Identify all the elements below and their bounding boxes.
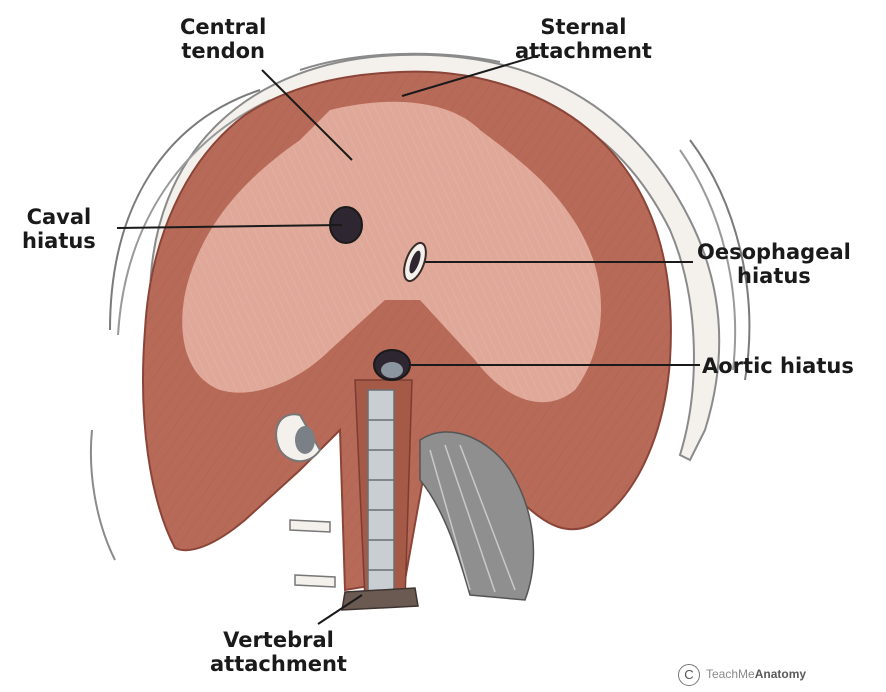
label-aortic-hiatus-text: Aortic hiatus [702, 354, 854, 378]
watermark-brand-bold: Anatomy [755, 667, 806, 681]
label-central-tendon-line1: Central [180, 15, 266, 39]
label-oesophageal-hiatus: Oesophageal hiatus [697, 240, 851, 288]
label-aortic-hiatus: Aortic hiatus [702, 354, 854, 378]
label-vertebral-attachment: Vertebral attachment [210, 628, 347, 676]
label-caval-hiatus: Caval hiatus [22, 205, 96, 253]
label-central-tendon: Central tendon [180, 15, 266, 63]
label-sternal-attachment: Sternal attachment [515, 15, 652, 63]
label-sternal-attachment-line2: attachment [515, 39, 652, 63]
label-oesophageal-hiatus-line2: hiatus [697, 264, 851, 288]
watermark: C TeachMeAnatomy [678, 664, 806, 686]
copyright-icon: C [678, 664, 700, 686]
label-vertebral-attachment-line1: Vertebral [210, 628, 347, 652]
label-sternal-attachment-line1: Sternal [515, 15, 652, 39]
label-caval-hiatus-line1: Caval [22, 205, 96, 229]
aortic-opening [374, 350, 410, 380]
label-caval-hiatus-line2: hiatus [22, 229, 96, 253]
label-central-tendon-line2: tendon [180, 39, 266, 63]
watermark-brand-light: TeachMe [706, 667, 755, 681]
label-vertebral-attachment-line2: attachment [210, 652, 347, 676]
label-oesophageal-hiatus-line1: Oesophageal [697, 240, 851, 264]
